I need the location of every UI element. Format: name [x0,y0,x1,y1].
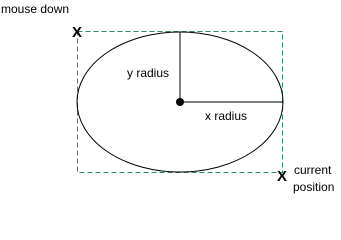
center-point [176,98,184,106]
ellipse-radius-diagram: X mouse down X current position y radius… [1,2,334,194]
current-position-label-line2: position [293,180,334,194]
current-position-label-line1: current [294,163,332,177]
mouse-down-label: mouse down [1,2,69,16]
x-radius-label: x radius [205,109,247,123]
end-marker: X [277,168,287,185]
y-radius-label: y radius [127,66,169,80]
start-marker: X [72,24,82,41]
